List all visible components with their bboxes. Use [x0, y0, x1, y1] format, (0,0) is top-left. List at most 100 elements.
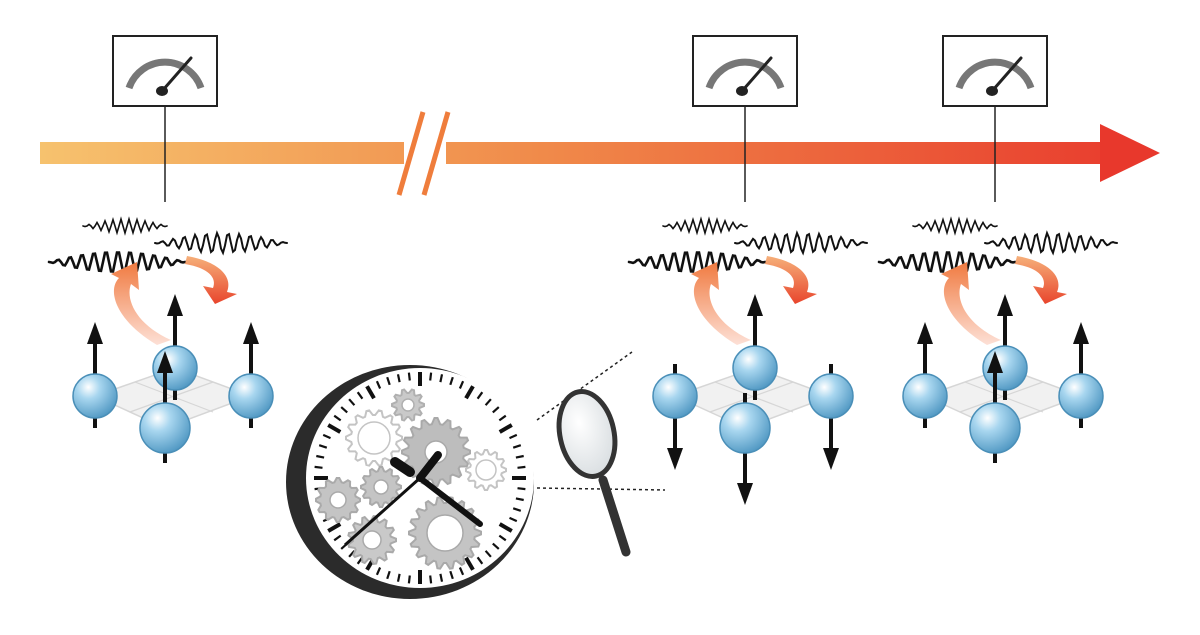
clock-tick-minor — [492, 542, 500, 550]
curved-arrow-down — [185, 256, 237, 304]
clock-minute-hand — [417, 475, 483, 527]
meter-pivot — [156, 86, 168, 96]
spin-arrowhead-up — [157, 351, 173, 373]
wave-icon — [627, 216, 868, 273]
clock-tick-minor — [333, 534, 342, 542]
wave-large — [47, 251, 187, 273]
spin-arrowhead-up — [87, 322, 103, 344]
meter-needle — [161, 56, 193, 92]
clock-tick-minor — [375, 380, 382, 389]
gear-hub — [475, 459, 497, 481]
clock-tick-major — [464, 385, 475, 400]
spin-sphere-icon — [902, 322, 948, 428]
clock-tick-minor — [375, 567, 382, 576]
spin-arrowhead-up — [997, 294, 1013, 316]
curved-arrow-up — [941, 262, 1001, 345]
curved-arrow-down — [1015, 256, 1067, 304]
clock-tick-major — [327, 423, 342, 434]
spin-arrowhead-up — [747, 294, 763, 316]
clock-tick-minor — [396, 573, 401, 582]
clock-tick-minor — [498, 534, 507, 542]
clock-tick-major — [498, 522, 513, 533]
spin-sphere — [808, 373, 854, 419]
timeline-arrowhead — [1100, 124, 1160, 182]
wave-small — [82, 216, 168, 236]
clock-tick-minor — [509, 516, 518, 523]
clock-tick-minor — [515, 454, 524, 459]
gear-hub — [401, 398, 415, 412]
timeline-break-mark — [396, 111, 426, 196]
zoom-line-top — [536, 351, 633, 421]
measurement-snapshot — [47, 35, 288, 463]
timeline-arrow — [40, 111, 1160, 196]
meter-scale — [705, 58, 785, 90]
gear-icon — [345, 409, 403, 467]
spin-sphere-icon — [732, 294, 778, 400]
gear-hub — [362, 530, 382, 550]
spin-sphere — [228, 373, 274, 419]
spin-sphere — [139, 402, 191, 454]
clock-tick-minor — [476, 391, 484, 400]
gear-icon — [408, 496, 482, 570]
spin-sphere-icon — [719, 393, 771, 505]
clock-tick-minor — [396, 374, 401, 383]
clock-tick-minor — [512, 507, 522, 512]
clock-tick-minor — [356, 391, 364, 400]
measurement-snapshot — [627, 35, 868, 505]
meter-needle — [991, 56, 1023, 92]
clock-tick-minor — [429, 372, 433, 381]
meter-frame — [112, 35, 218, 107]
clock-tick-minor — [476, 556, 484, 565]
clock-tick-minor — [517, 465, 526, 469]
magnifier-handle — [598, 475, 631, 557]
wave-medium — [734, 230, 868, 256]
clock-tick-minor — [316, 454, 325, 459]
wave-large — [877, 251, 1017, 273]
measurement-snapshot — [877, 35, 1118, 463]
clock-tick-minor — [322, 433, 331, 440]
curved-arrow-icon — [111, 256, 237, 345]
spin-sphere-icon — [652, 364, 698, 470]
magnifier-lens — [556, 389, 618, 479]
clock-tick-minor — [439, 573, 444, 582]
clock-hour-hand — [416, 451, 442, 482]
gear-icon — [347, 515, 397, 565]
curved-arrow-icon — [941, 256, 1067, 345]
spin-sphere-icon — [139, 351, 191, 463]
meter-icon — [942, 35, 1048, 202]
spin-arrowhead-down — [667, 448, 683, 470]
clock-tick-minor — [512, 444, 522, 449]
clock-tick-minor — [515, 497, 524, 502]
spin-sphere-icon — [1058, 322, 1104, 428]
spin-sphere-icon — [228, 322, 274, 428]
spin-sphere — [652, 373, 698, 419]
clock-tick-major — [327, 522, 342, 533]
meter-icon — [112, 35, 218, 202]
meter-pivot — [736, 86, 748, 96]
gear-hub — [426, 514, 464, 552]
clock-tick-minor — [484, 398, 492, 406]
wave-large — [627, 251, 767, 273]
spin-sphere-icon — [969, 351, 1021, 463]
lattice-line — [709, 381, 794, 413]
wave-icon — [877, 216, 1118, 273]
gear-icon — [315, 477, 361, 523]
spin-arrowhead-down — [823, 448, 839, 470]
clock-tick-minor — [340, 406, 348, 414]
clock-tick-minor — [348, 550, 356, 558]
gear-hub — [357, 421, 391, 455]
clock-tick-major — [464, 556, 475, 571]
meter-needle — [741, 56, 773, 92]
meter-frame — [692, 35, 798, 107]
spin-arrowhead-up — [917, 322, 933, 344]
clock-tick-minor — [517, 487, 526, 491]
spin-sphere-icon — [808, 364, 854, 470]
spin-sphere-icon — [982, 294, 1028, 400]
clock-ticks — [314, 372, 526, 584]
wave-small — [662, 216, 748, 236]
clock-tick-minor — [484, 550, 492, 558]
spin-arrowhead-up — [167, 294, 183, 316]
spin-arrowhead-up — [243, 322, 259, 344]
